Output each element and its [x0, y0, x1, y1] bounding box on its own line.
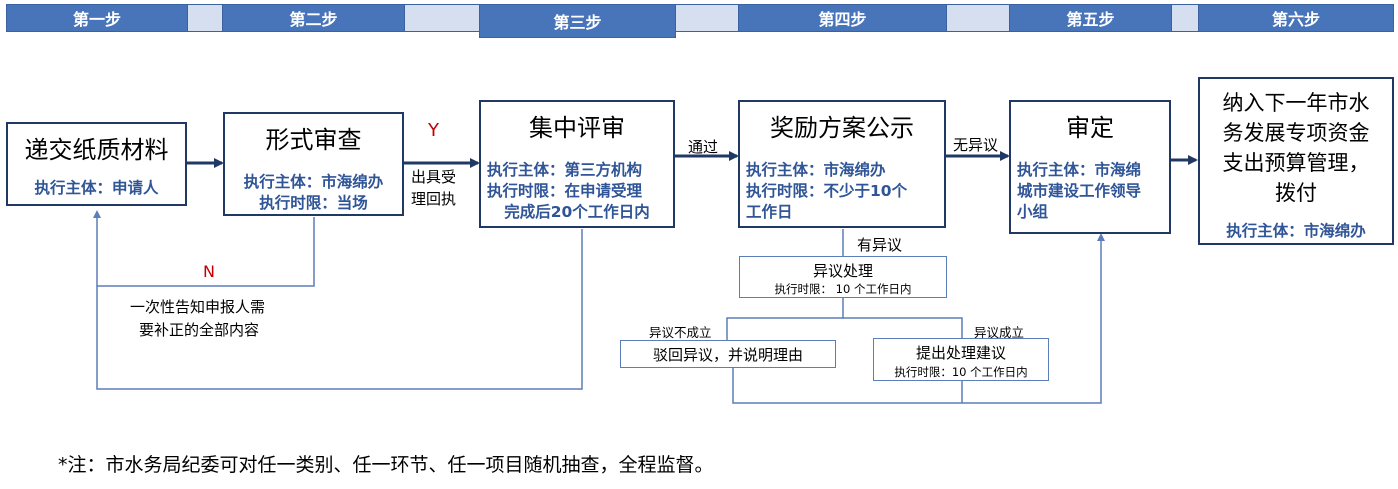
label-notify-2: 要补正的全部内容: [139, 321, 260, 339]
node-publicity-title: 奖励方案公示: [770, 114, 914, 142]
node-budget-title-4: 拨付: [1275, 181, 1317, 205]
node-propose-handling: 提出处理建议 执行时限：10 个工作日内: [873, 338, 1049, 381]
node-approval-title: 审定: [1066, 114, 1114, 142]
node-centralized-review: 集中评审 执行主体：第三方机构 执行时限：在申请受理 完成后20个工作日内: [479, 100, 675, 228]
node-publicity-timelimit-cont: 工作日: [746, 203, 793, 221]
node-review-title: 集中评审: [529, 114, 625, 142]
label-pass: 通过: [688, 138, 719, 156]
node-formal-title: 形式审查: [265, 126, 362, 154]
step-6: 第六步: [1198, 4, 1394, 32]
node-objection-handling: 异议处理 执行时限： 10 个工作日内: [739, 256, 947, 298]
step-1: 第一步: [6, 4, 188, 32]
label-receipt-1: 出具受: [411, 168, 457, 186]
label-yes: Y: [428, 120, 439, 141]
node-propose-timelimit: 执行时限：10 个工作日内: [894, 365, 1028, 379]
node-budget-title-3: 支出预算管理，: [1222, 151, 1370, 175]
node-submit-materials: 递交纸质材料 执行主体：申请人: [6, 122, 187, 206]
step-2: 第二步: [222, 4, 405, 32]
node-award-publicity: 奖励方案公示 执行主体：市海绵办 执行时限：不少于10个 工作日: [738, 100, 946, 228]
label-no-objection: 无异议: [953, 136, 999, 154]
step-5: 第五步: [1009, 4, 1172, 32]
node-objection-timelimit: 执行时限： 10 个工作日内: [774, 282, 912, 296]
node-approval: 审定 执行主体：市海绵 城市建设工作领导 小组: [1009, 100, 1171, 234]
node-reject-objection: 驳回异议，并说明理由: [620, 340, 836, 368]
label-receipt-2: 理回执: [411, 190, 457, 208]
node-formal-subject: 执行主体：市海绵办: [243, 173, 384, 191]
label-no: N: [203, 262, 215, 281]
node-budget-subject: 执行主体：市海绵办: [1226, 222, 1366, 240]
node-propose-title: 提出处理建议: [915, 344, 1006, 362]
node-reject-title: 驳回异议，并说明理由: [652, 346, 803, 364]
label-has-objection: 有异议: [857, 236, 903, 254]
step-4: 第四步: [738, 4, 947, 32]
node-review-timelimit-cont: 完成后20个工作日内: [504, 203, 650, 221]
label-objection-valid: 异议成立: [974, 325, 1025, 340]
node-approval-subject: 执行主体：市海绵: [1017, 161, 1142, 179]
node-approval-subject-cont2: 小组: [1017, 203, 1049, 221]
label-objection-invalid: 异议不成立: [649, 325, 712, 340]
node-objection-title: 异议处理: [812, 262, 873, 280]
node-budget-title-2: 务发展专项资金: [1222, 121, 1370, 145]
node-budget-title-1: 纳入下一年市水: [1222, 91, 1370, 115]
node-review-timelimit: 执行时限：在申请受理: [487, 182, 643, 200]
node-publicity-subject: 执行主体：市海绵办: [746, 161, 886, 179]
node-submit-subject: 执行主体：申请人: [34, 179, 159, 197]
node-approval-subject-cont1: 城市建设工作领导: [1017, 182, 1142, 200]
label-notify-1: 一次性告知申报人需: [130, 298, 266, 316]
node-publicity-timelimit: 执行时限：不少于10个: [746, 182, 908, 200]
step-3: 第三步: [479, 4, 676, 38]
step-gap-2: [404, 4, 480, 32]
node-review-subject: 执行主体：第三方机构: [487, 161, 643, 179]
node-formal-timelimit: 执行时限：当场: [259, 194, 368, 212]
footnote: *注：市水务局纪委可对任一类别、任一环节、任一项目随机抽查，全程监督。: [58, 454, 714, 476]
node-submit-title: 递交纸质材料: [24, 136, 169, 164]
node-budget-allocation: 纳入下一年市水 务发展专项资金 支出预算管理， 拨付 执行主体：市海绵办: [1198, 77, 1394, 245]
node-formal-review: 形式审查 执行主体：市海绵办 执行时限：当场: [223, 112, 404, 216]
